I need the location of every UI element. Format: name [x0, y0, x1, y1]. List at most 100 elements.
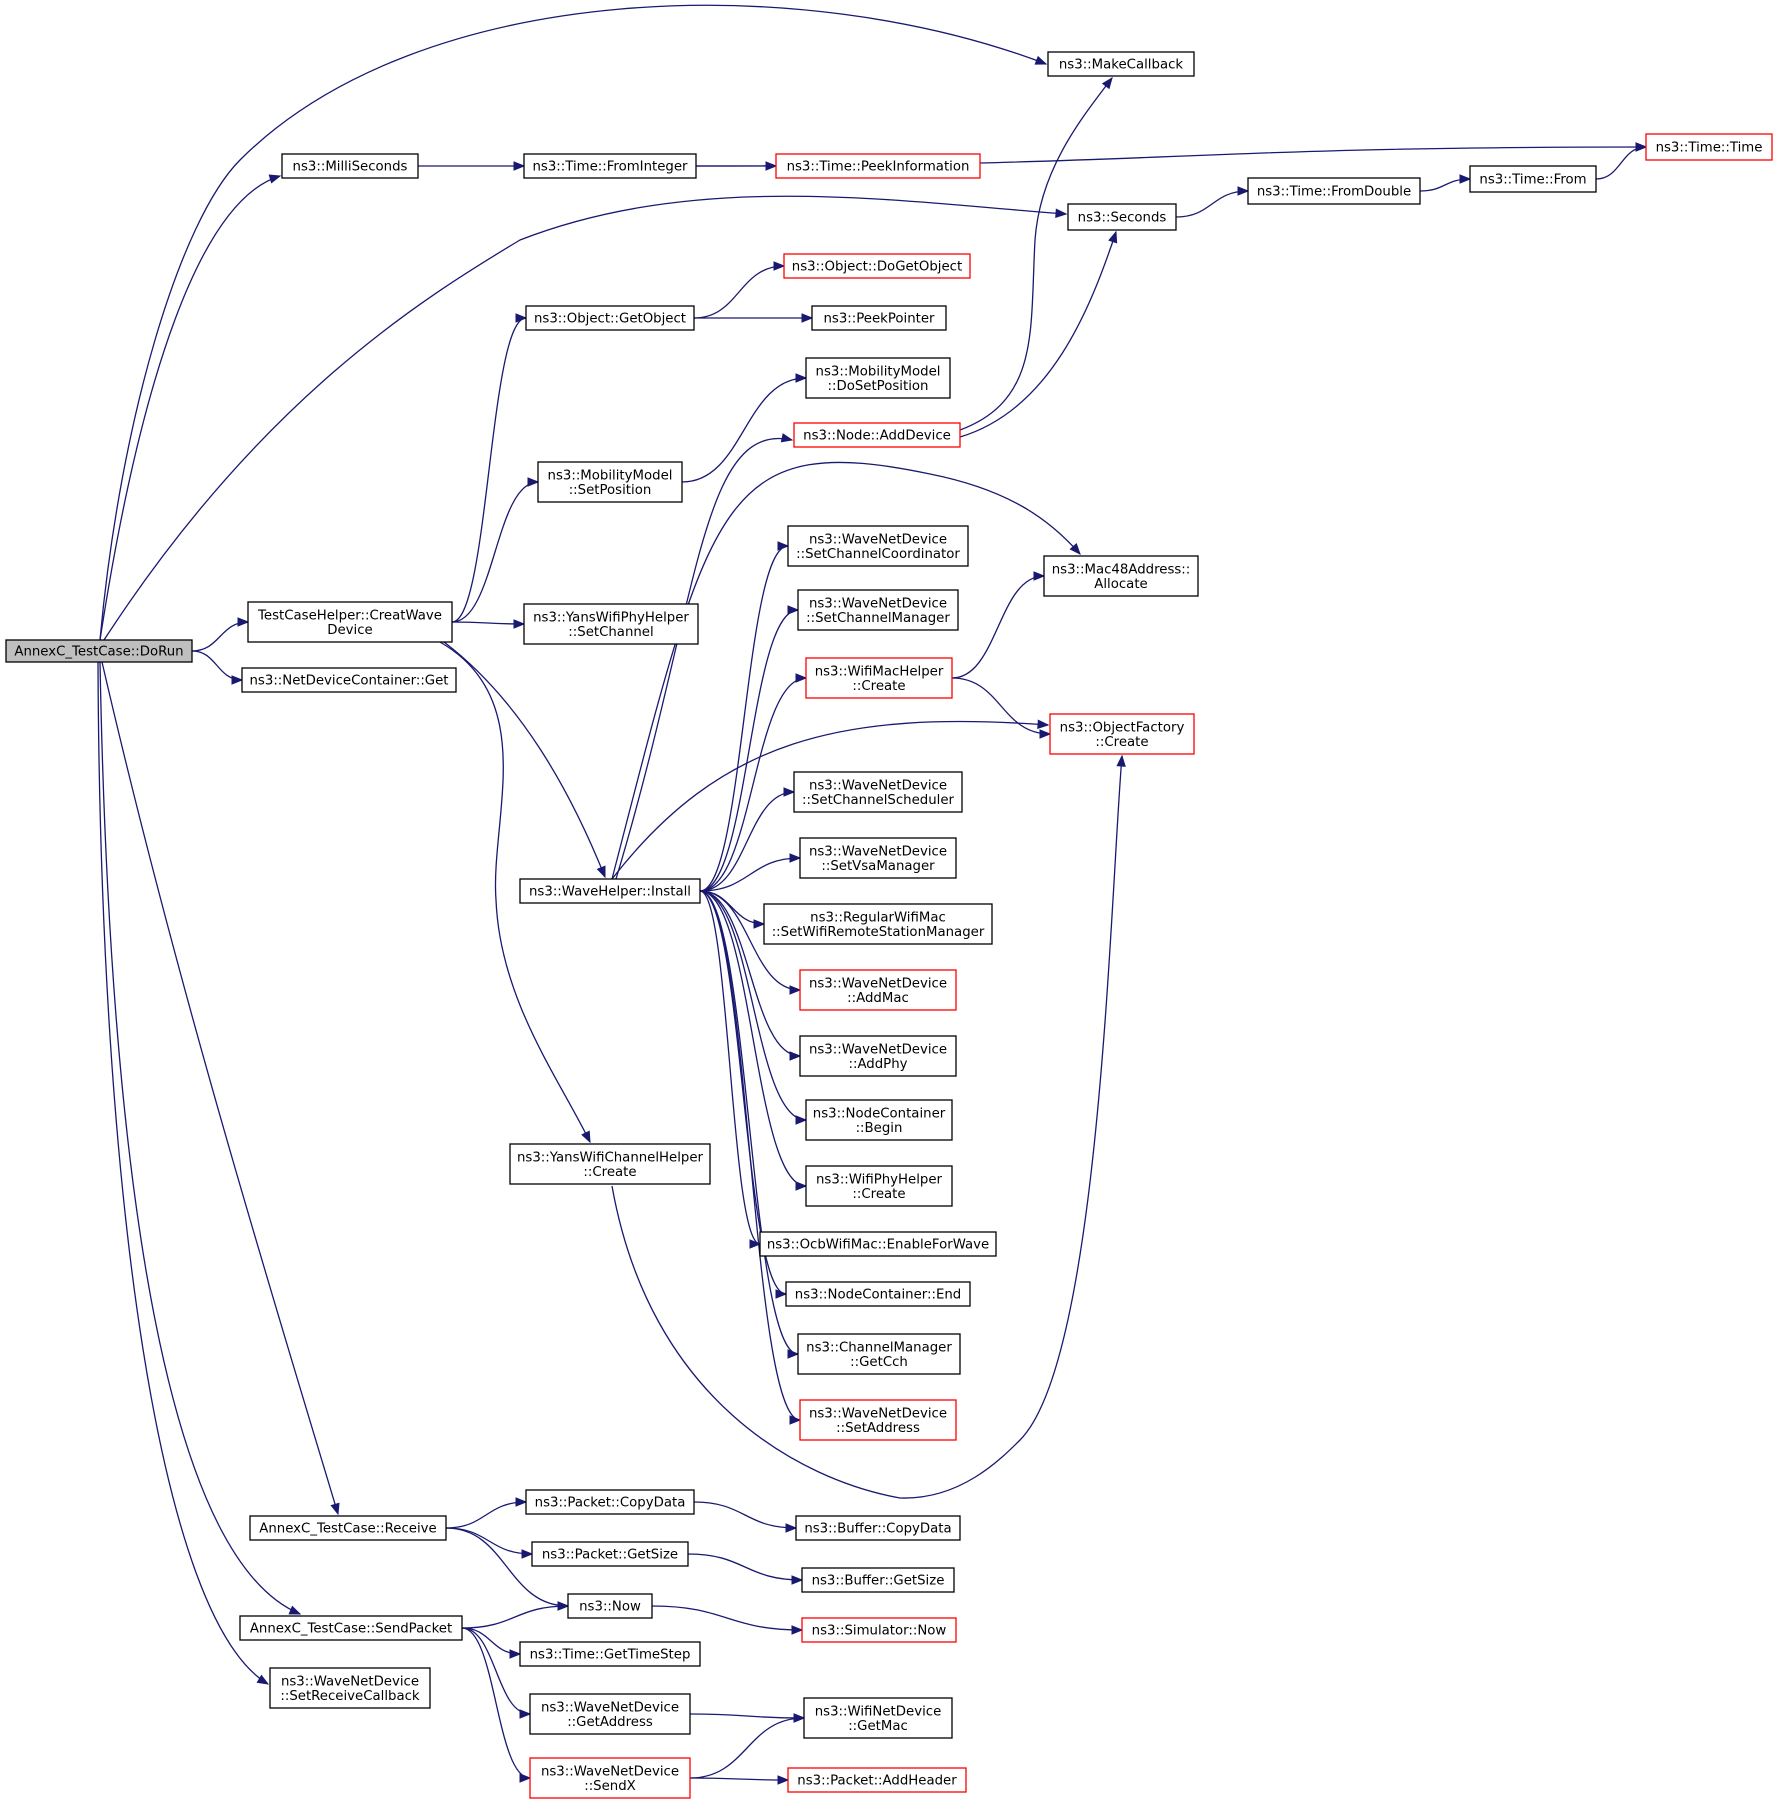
edge-addDevice-to-seconds-arrowhead [1108, 230, 1118, 244]
edge-timeFrom-to-timeTime-arrowhead [1635, 142, 1648, 152]
node-fromDouble[interactable]: ns3::Time::FromDouble [1247, 177, 1421, 205]
node-getMac[interactable]: ns3::WifiNetDevice::GetMac [803, 1697, 953, 1739]
edge-waveInstall-to-setAddress-arrowhead [789, 1415, 802, 1425]
edge-doRun-to-milliSeconds [99, 175, 281, 641]
edge-timeFrom-to-timeTime [1595, 146, 1647, 180]
node-setPosition[interactable]: ns3::MobilityModel::SetPosition [537, 461, 683, 503]
edge-creatWave-to-setPosition-arrowhead [527, 477, 540, 487]
node-setRecvCb-box [269, 1667, 431, 1709]
node-wifiPhyCreate[interactable]: ns3::WifiPhyHelper::Create [805, 1165, 953, 1207]
node-sendX[interactable]: ns3::WaveNetDevice::SendX [529, 1757, 691, 1799]
edge-waveInstall-to-ncEnd-arrowhead [775, 1289, 788, 1299]
edge-pktCopyData-to-bufCopyData [693, 1501, 797, 1529]
edge-wifiMacCreate-to-macAllocate [951, 575, 1045, 679]
edge-receive-to-pktGetSize-arrowhead [521, 1549, 534, 1559]
edge-pktGetSize-to-bufGetSize [687, 1553, 803, 1581]
node-addHeader-box [787, 1767, 967, 1793]
node-enableForWave[interactable]: ns3::OcbWifiMac::EnableForWave [759, 1231, 997, 1257]
node-setChMgr[interactable]: ns3::WaveNetDevice::SetChannelManager [797, 589, 959, 631]
node-now[interactable]: ns3::Now [567, 1593, 653, 1619]
edge-waveInstall-to-addDevice-arrowhead [780, 433, 794, 443]
node-setVsaMgr-label-1: ::SetVsaManager [821, 859, 935, 874]
node-doGetObject-label-0: ns3::Object::DoGetObject [792, 260, 962, 275]
node-yansChCreate[interactable]: ns3::YansWifiChannelHelper::Create [509, 1143, 711, 1185]
node-ndcGet-box [241, 667, 457, 693]
node-pktGetSize[interactable]: ns3::Packet::GetSize [531, 1541, 689, 1567]
node-peekInformation-label-0: ns3::Time::PeekInformation [787, 160, 970, 175]
node-setRecvCb-label-1: ::SetReceiveCallback [280, 1689, 420, 1704]
node-timeTime[interactable]: ns3::Time::Time [1645, 133, 1773, 161]
edge-addDevice-to-makeCallback [959, 77, 1113, 431]
node-macAllocate[interactable]: ns3::Mac48Address::Allocate [1043, 555, 1199, 597]
edge-doRun-to-sendPacket [99, 661, 301, 1615]
edge-waveInstall-to-macAllocate-arrowhead [1069, 542, 1081, 556]
node-addPhy-label-1: ::AddPhy [848, 1057, 907, 1072]
node-ncBegin[interactable]: ns3::NodeContainer::Begin [805, 1099, 953, 1141]
node-seconds[interactable]: ns3::Seconds [1067, 203, 1177, 231]
node-pktCopyData[interactable]: ns3::Packet::CopyData [525, 1489, 695, 1515]
node-bufGetSize[interactable]: ns3::Buffer::GetSize [801, 1567, 955, 1593]
node-bufCopyData-box [795, 1515, 961, 1541]
node-doSetPosition-box [805, 357, 951, 399]
edge-now-to-simNow-arrowhead [791, 1625, 804, 1635]
node-bufCopyData[interactable]: ns3::Buffer::CopyData [795, 1515, 961, 1541]
node-getTimeStep-box [519, 1641, 701, 1667]
edge-waveInstall-to-ncBegin-arrowhead [795, 1115, 808, 1125]
edge-wifiMacCreate-to-macAllocate-arrowhead [1033, 571, 1046, 581]
node-getTimeStep-label-0: ns3::Time::GetTimeStep [530, 1648, 691, 1663]
node-setRecvCb[interactable]: ns3::WaveNetDevice::SetReceiveCallback [269, 1667, 431, 1709]
node-setRemoteMgr[interactable]: ns3::RegularWifiMac::SetWifiRemoteStatio… [763, 903, 993, 945]
node-setChSched[interactable]: ns3::WaveNetDevice::SetChannelScheduler [793, 771, 963, 813]
node-pktCopyData-label-0: ns3::Packet::CopyData [535, 1496, 686, 1511]
node-setChMgr-box [797, 589, 959, 631]
node-peekInformation[interactable]: ns3::Time::PeekInformation [775, 153, 981, 179]
node-wifiMacCreate-label-1: ::Create [852, 679, 905, 694]
node-objFactCreate[interactable]: ns3::ObjectFactory::Create [1049, 713, 1195, 755]
node-receive[interactable]: AnnexC_TestCase::Receive [249, 1515, 447, 1541]
edge-setPosition-to-doSetPosition-arrowhead [795, 373, 808, 383]
node-doRun-label-0: AnnexC_TestCase::DoRun [14, 645, 183, 660]
node-getCch-label-0: ns3::ChannelManager [806, 1340, 952, 1355]
node-simNow[interactable]: ns3::Simulator::Now [801, 1617, 957, 1643]
node-timeFrom[interactable]: ns3::Time::From [1469, 165, 1597, 193]
node-setVsaMgr[interactable]: ns3::WaveNetDevice::SetVsaManager [799, 837, 957, 879]
edge-doRun-to-seconds [103, 195, 1067, 641]
edge-doRun-to-creatWave-arrowhead [237, 617, 250, 627]
node-setAddress[interactable]: ns3::WaveNetDevice::SetAddress [799, 1399, 957, 1441]
node-getCch[interactable]: ns3::ChannelManager::GetCch [797, 1333, 961, 1375]
node-doSetPosition[interactable]: ns3::MobilityModel::DoSetPosition [805, 357, 951, 399]
node-addDevice[interactable]: ns3::Node::AddDevice [793, 422, 961, 448]
node-waveInstall[interactable]: ns3::WaveHelper::Install [519, 878, 701, 904]
node-sendPacket[interactable]: AnnexC_TestCase::SendPacket [239, 1615, 463, 1641]
node-getTimeStep[interactable]: ns3::Time::GetTimeStep [519, 1641, 701, 1667]
node-yansPhySetCh[interactable]: ns3::YansWifiPhyHelper::SetChannel [523, 603, 699, 645]
edge-wifiMacCreate-to-objFactCreate-arrowhead [1039, 729, 1052, 739]
edge-waveInstall-to-setChCoord-arrowhead [777, 541, 790, 551]
node-fromInteger[interactable]: ns3::Time::FromInteger [523, 153, 697, 179]
node-doRun[interactable]: AnnexC_TestCase::DoRun [5, 639, 193, 663]
node-ncEnd[interactable]: ns3::NodeContainer::End [785, 1281, 971, 1307]
node-getObject[interactable]: ns3::Object::GetObject [525, 305, 695, 331]
edge-receive-to-now [445, 1527, 569, 1607]
node-wifiMacCreate[interactable]: ns3::WifiMacHelper::Create [805, 657, 953, 699]
node-setRecvCb-label-0: ns3::WaveNetDevice [281, 1674, 419, 1689]
node-objFactCreate-label-0: ns3::ObjectFactory [1060, 720, 1185, 735]
node-addMac[interactable]: ns3::WaveNetDevice::AddMac [799, 969, 957, 1011]
node-getAddress[interactable]: ns3::WaveNetDevice::GetAddress [529, 1693, 691, 1735]
node-addHeader[interactable]: ns3::Packet::AddHeader [787, 1767, 967, 1793]
node-peekPointer-box [811, 305, 947, 331]
edge-getObject-to-doGetObject [693, 265, 785, 319]
node-ndcGet[interactable]: ns3::NetDeviceContainer::Get [241, 667, 457, 693]
node-peekPointer[interactable]: ns3::PeekPointer [811, 305, 947, 331]
node-makeCallback[interactable]: ns3::MakeCallback [1047, 51, 1195, 77]
edge-seconds-to-fromDouble [1175, 190, 1249, 218]
node-getCch-label-1: ::GetCch [850, 1355, 908, 1370]
node-milliSeconds-box [281, 153, 419, 179]
node-now-box [567, 1593, 653, 1619]
node-addPhy[interactable]: ns3::WaveNetDevice::AddPhy [799, 1035, 957, 1077]
node-setChCoord[interactable]: ns3::WaveNetDevice::SetChannelCoordinato… [787, 525, 969, 567]
edge-sendX-to-getMac-arrowhead [793, 1713, 806, 1723]
node-doGetObject[interactable]: ns3::Object::DoGetObject [783, 253, 971, 279]
node-milliSeconds[interactable]: ns3::MilliSeconds [281, 153, 419, 179]
